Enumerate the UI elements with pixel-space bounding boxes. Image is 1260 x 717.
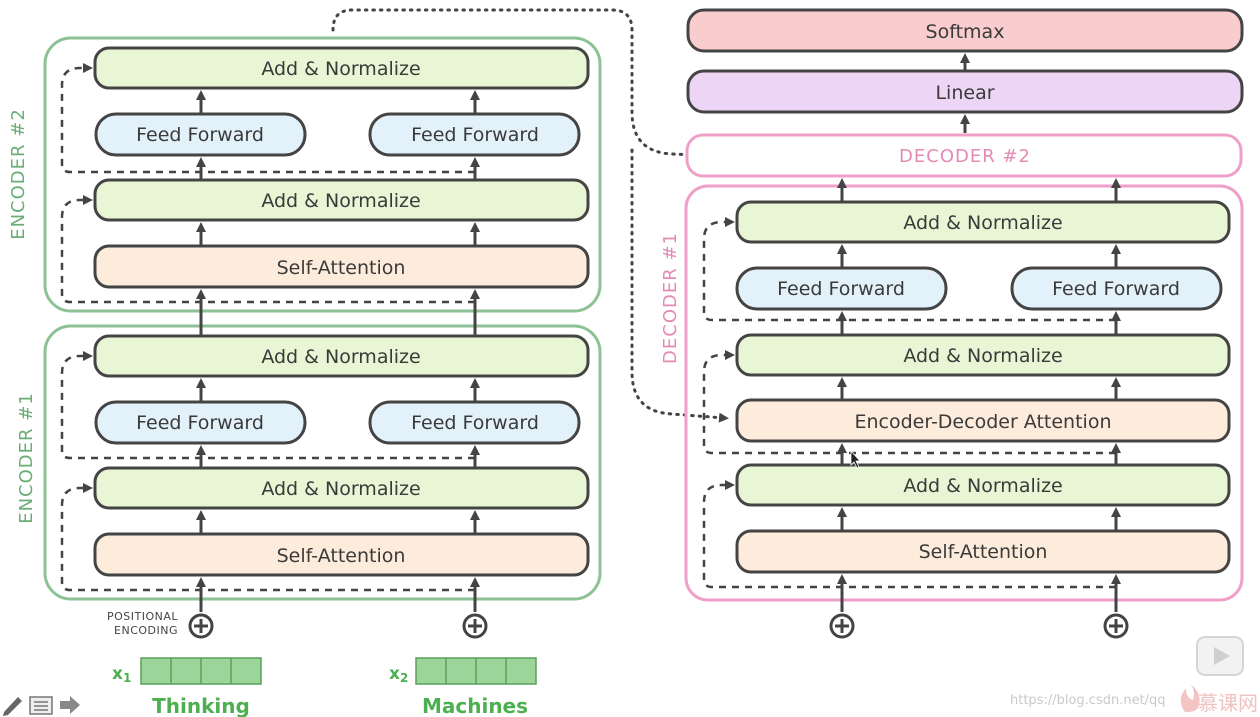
- plus-circle-icon: [462, 613, 488, 639]
- watermark-url: https://blog.csdn.net/qq: [1010, 693, 1166, 708]
- encoder-residual-connections: [60, 63, 475, 592]
- softmax-box: [686, 8, 1244, 53]
- linear-box: [686, 69, 1244, 114]
- encoder-1-title: ENCODER #1: [16, 392, 37, 524]
- input-x2-embedding: [415, 657, 537, 685]
- dec1-self-attention-label: Self-Attention: [919, 541, 1048, 563]
- mouse-cursor-icon: [850, 449, 861, 469]
- next-arrow-icon[interactable]: [60, 696, 80, 714]
- encoder-2-container: [43, 36, 602, 313]
- positional-encoding-label-line1: POSITIONAL: [107, 610, 178, 623]
- dec1-feed-forward-left-label: Feed Forward: [777, 278, 905, 300]
- enc1-feed-forward-right: [368, 400, 581, 445]
- decoder-1-title: DECODER #1: [660, 232, 681, 364]
- enc2-feed-forward-right-label: Feed Forward: [411, 124, 539, 146]
- enc1-self-attention: [93, 532, 590, 577]
- encoder-output-connections: [331, 8, 729, 423]
- input-x1-label: x1: [112, 664, 131, 685]
- dec1-add-normalize-top-label: Add & Normalize: [903, 212, 1062, 234]
- dec1-add-normalize-bottom: [735, 463, 1231, 507]
- enc1-add-normalize-top-label: Add & Normalize: [261, 346, 420, 368]
- linear-label: Linear: [935, 82, 994, 104]
- plus-circle-icon: [188, 613, 214, 639]
- dec1-add-normalize-bottom-label: Add & Normalize: [903, 475, 1062, 497]
- encoder-1-container: [43, 324, 602, 601]
- softmax-label: Softmax: [926, 21, 1005, 43]
- play-button-icon[interactable]: [1196, 636, 1244, 676]
- enc1-add-normalize-mid: [93, 466, 590, 510]
- dec1-feed-forward-right: [1010, 266, 1223, 311]
- encoder-arrows: [196, 90, 480, 612]
- input-word-machines: Machines: [422, 694, 528, 717]
- enc2-add-normalize-top: [93, 46, 590, 90]
- dec1-encoder-decoder-attention: [735, 398, 1231, 443]
- decoder-1-container: [684, 184, 1244, 602]
- encoder-2-title: ENCODER #2: [8, 108, 29, 240]
- dec1-self-attention: [735, 529, 1231, 574]
- input-x1-embedding: [140, 657, 262, 685]
- enc1-self-attention-label: Self-Attention: [277, 545, 406, 567]
- decoder-2-title: DECODER #2: [899, 146, 1031, 167]
- plus-circle-icon: [829, 613, 855, 639]
- dec1-add-normalize-mid: [735, 333, 1231, 377]
- dec1-feed-forward-left: [735, 266, 948, 311]
- enc2-self-attention-label: Self-Attention: [277, 257, 406, 279]
- flame-logo-icon: [1180, 684, 1200, 713]
- enc2-self-attention: [93, 244, 590, 289]
- watermark-brand: 慕课网: [1198, 691, 1258, 715]
- dec1-feed-forward-right-label: Feed Forward: [1052, 278, 1180, 300]
- input-x2-label: x2: [389, 664, 408, 685]
- enc1-feed-forward-right-label: Feed Forward: [411, 412, 539, 434]
- enc1-feed-forward-left-label: Feed Forward: [136, 412, 264, 434]
- enc2-add-normalize-top-label: Add & Normalize: [261, 58, 420, 80]
- enc1-add-normalize-mid-label: Add & Normalize: [261, 478, 420, 500]
- list-icon[interactable]: [29, 696, 53, 715]
- enc2-add-normalize-mid-label: Add & Normalize: [261, 190, 420, 212]
- decoder-2-box: [685, 133, 1243, 178]
- enc2-feed-forward-right: [368, 112, 581, 157]
- enc1-add-normalize-top: [93, 334, 590, 378]
- plus-circle-icon: [1103, 613, 1129, 639]
- enc2-feed-forward-left: [94, 112, 307, 157]
- dec1-add-normalize-top: [735, 200, 1231, 244]
- enc2-feed-forward-left-label: Feed Forward: [136, 124, 264, 146]
- enc2-add-normalize-mid: [93, 178, 590, 222]
- decoder-residual-connections: [702, 217, 1116, 589]
- enc1-feed-forward-left: [94, 400, 307, 445]
- pen-tool-icon[interactable]: [3, 697, 22, 716]
- dec1-encoder-decoder-attention-label: Encoder-Decoder Attention: [854, 411, 1111, 433]
- dec1-add-normalize-mid-label: Add & Normalize: [903, 345, 1062, 367]
- input-word-thinking: Thinking: [152, 694, 250, 717]
- positional-encoding-label-line2: ENCODING: [114, 624, 178, 637]
